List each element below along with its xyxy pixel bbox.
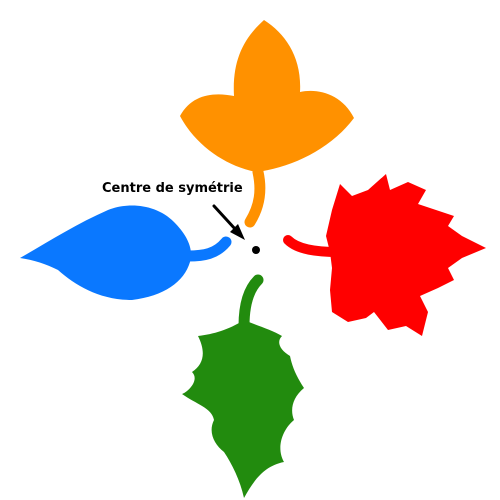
pointer-arrow-shaft [212, 204, 238, 232]
pointer-arrow-head [230, 224, 245, 240]
red-leaf [283, 174, 486, 336]
green-leaf [182, 274, 304, 498]
orange-leaf-blade [180, 20, 354, 172]
blue-leaf [20, 205, 232, 300]
red-leaf-blade [326, 174, 486, 336]
blue-leaf-blade [20, 205, 192, 300]
center-label: Centre de symétrie [102, 181, 243, 196]
green-leaf-stem [238, 274, 264, 332]
symmetry-center-point [252, 246, 260, 254]
orange-leaf [180, 20, 354, 228]
blue-leaf-stem [182, 236, 232, 262]
green-leaf-blade [182, 320, 304, 498]
orange-leaf-stem [244, 166, 266, 228]
